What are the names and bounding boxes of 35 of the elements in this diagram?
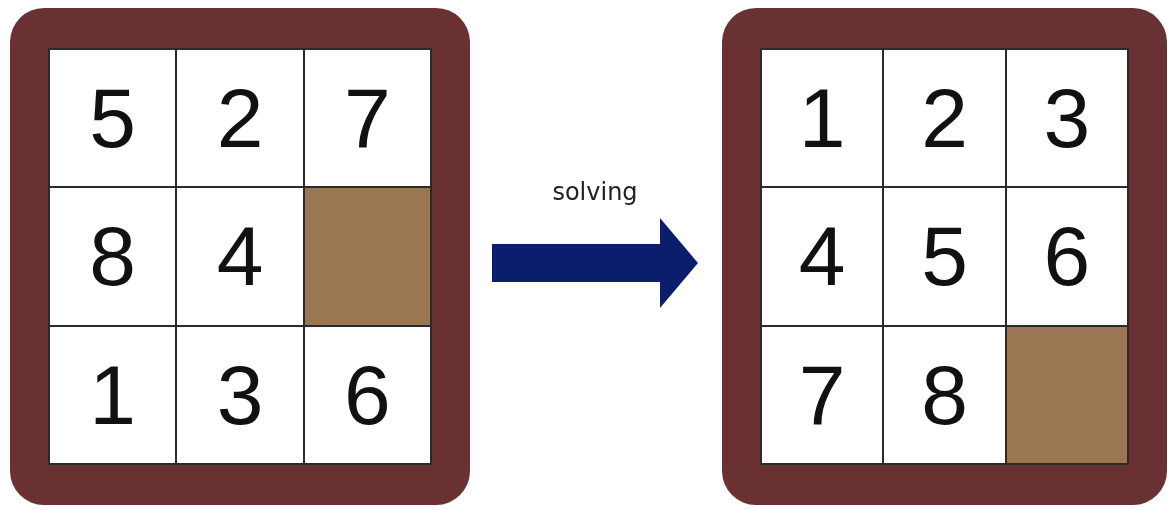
tile-number: 6 bbox=[1043, 214, 1091, 299]
puzzle-board bbox=[722, 8, 1167, 505]
number-tile bbox=[304, 50, 430, 187]
number-tile bbox=[1006, 188, 1127, 325]
tile-number: 5 bbox=[89, 76, 136, 161]
tile-number: 3 bbox=[216, 352, 264, 437]
number-tile bbox=[762, 188, 883, 325]
tile-number: 4 bbox=[216, 214, 264, 299]
tile-number: 4 bbox=[798, 214, 846, 299]
tile-number: 8 bbox=[89, 214, 136, 299]
tile-number: 7 bbox=[343, 76, 391, 161]
number-tile bbox=[1006, 50, 1127, 187]
number-tile bbox=[884, 50, 1005, 187]
number-tile bbox=[884, 326, 1005, 463]
tile-number: 5 bbox=[921, 214, 968, 299]
number-tile bbox=[762, 50, 883, 187]
puzzle-board bbox=[10, 8, 470, 505]
number-tile bbox=[177, 326, 303, 463]
number-tile bbox=[177, 188, 303, 325]
arrow bbox=[492, 218, 698, 308]
number-tile bbox=[762, 326, 883, 463]
number-tile bbox=[884, 188, 1005, 325]
tile-number: 6 bbox=[343, 352, 391, 437]
number-tile bbox=[50, 188, 176, 325]
tile-number: 8 bbox=[921, 352, 968, 437]
tile-number: 3 bbox=[1043, 76, 1091, 161]
number-tile bbox=[304, 326, 430, 463]
number-tile bbox=[177, 50, 303, 187]
number-tile bbox=[50, 50, 176, 187]
number-tile bbox=[50, 326, 176, 463]
tile-number: 1 bbox=[89, 352, 136, 437]
tile-number: 2 bbox=[921, 76, 968, 161]
tile-number: 7 bbox=[798, 352, 846, 437]
tile-number: 2 bbox=[216, 76, 264, 161]
tile-number: 1 bbox=[798, 76, 846, 161]
